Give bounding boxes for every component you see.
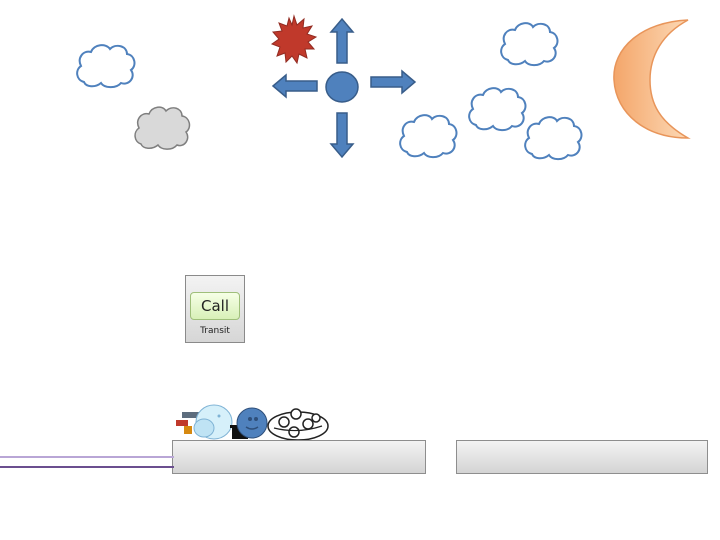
arrow-left-icon[interactable] <box>271 73 318 99</box>
platform-right <box>456 440 708 474</box>
platform-left <box>172 440 426 474</box>
arrow-down-icon[interactable] <box>329 112 355 159</box>
crescent-moon-icon <box>613 19 691 139</box>
center-circle-icon[interactable] <box>324 70 360 104</box>
track-line-bottom <box>0 466 174 468</box>
call-button[interactable]: Call <box>190 292 240 320</box>
call-panel: Call Transit <box>185 275 245 343</box>
track-line-top <box>0 456 174 458</box>
bubble-cloud-sprite <box>267 408 329 441</box>
snowman-sprite <box>176 404 233 440</box>
cloud-mid-right <box>468 87 527 132</box>
cloud-top-right <box>500 22 559 67</box>
cloud-left <box>76 44 136 89</box>
cloud-center <box>399 114 458 159</box>
cloud-gray <box>134 106 191 150</box>
arrow-right-icon[interactable] <box>370 69 417 95</box>
call-caption: Transit <box>200 326 230 336</box>
cloud-far-right <box>524 116 583 161</box>
arrow-up-icon[interactable] <box>329 17 355 64</box>
sun-icon <box>270 14 318 65</box>
blue-ball-sprite <box>230 407 268 439</box>
